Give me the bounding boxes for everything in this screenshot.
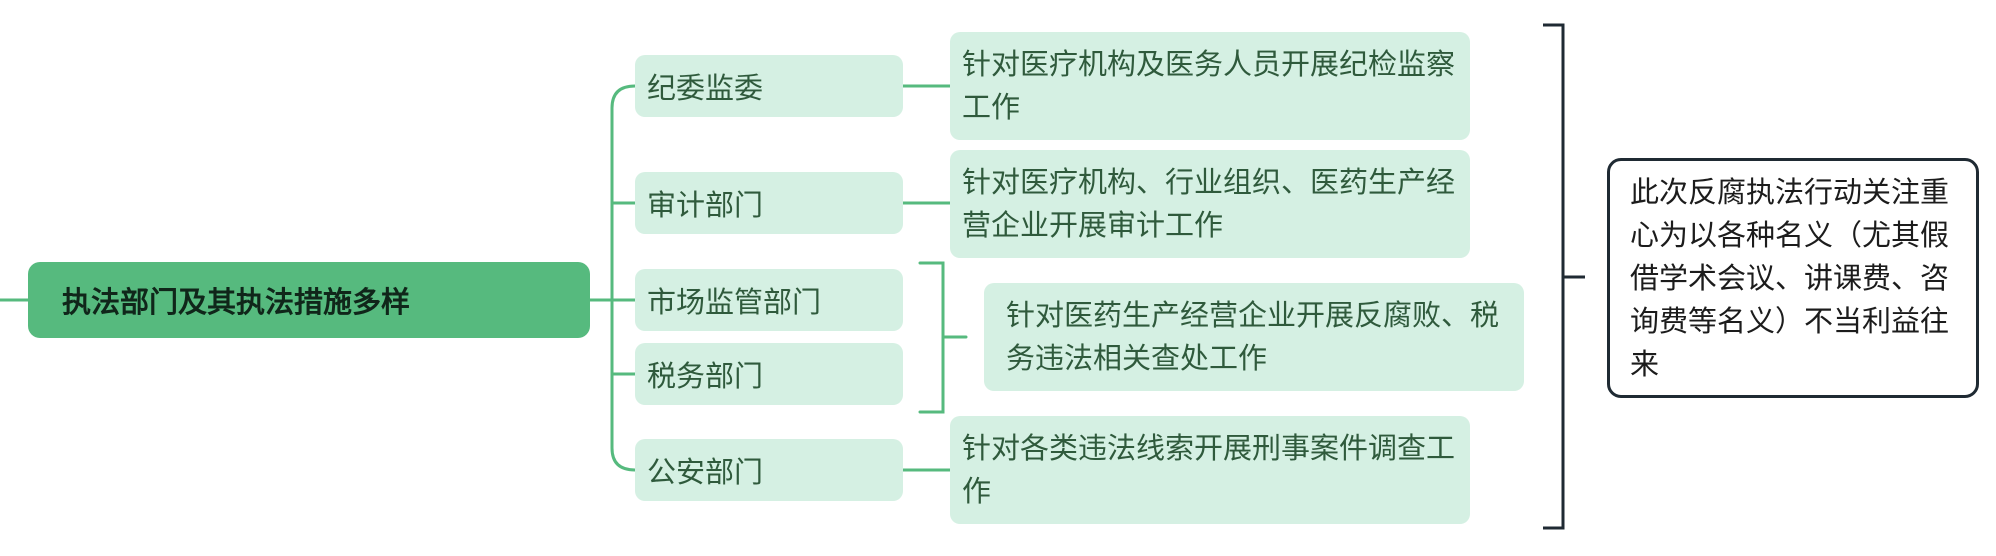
measure-discipline-inspection: 针对医疗机构及医务人员开展纪检监察工作 bbox=[950, 32, 1470, 140]
measure-police: 针对各类违法线索开展刑事案件调查工作 bbox=[950, 416, 1470, 524]
group-bracket bbox=[918, 261, 945, 414]
measure-audit: 针对医疗机构、行业组织、医药生产经营企业开展审计工作 bbox=[950, 150, 1470, 258]
department-trunk bbox=[610, 84, 637, 472]
dept-police: 公安部门 bbox=[635, 439, 903, 501]
measure-market-tax: 针对医药生产经营企业开展反腐败、税务违法相关查处工作 bbox=[984, 283, 1524, 391]
dept-tax: 税务部门 bbox=[635, 343, 903, 405]
summary-bracket bbox=[1543, 23, 1565, 530]
summary-node: 此次反腐执法行动关注重心为以各种名义（尤其假借学术会议、讲课费、咨询费等名义）不… bbox=[1607, 158, 1979, 398]
dept-market-supervision: 市场监管部门 bbox=[635, 269, 903, 331]
dept-discipline-inspection: 纪委监委 bbox=[635, 55, 903, 117]
root-node: 执法部门及其执法措施多样 bbox=[28, 262, 590, 338]
dept-audit: 审计部门 bbox=[635, 172, 903, 234]
